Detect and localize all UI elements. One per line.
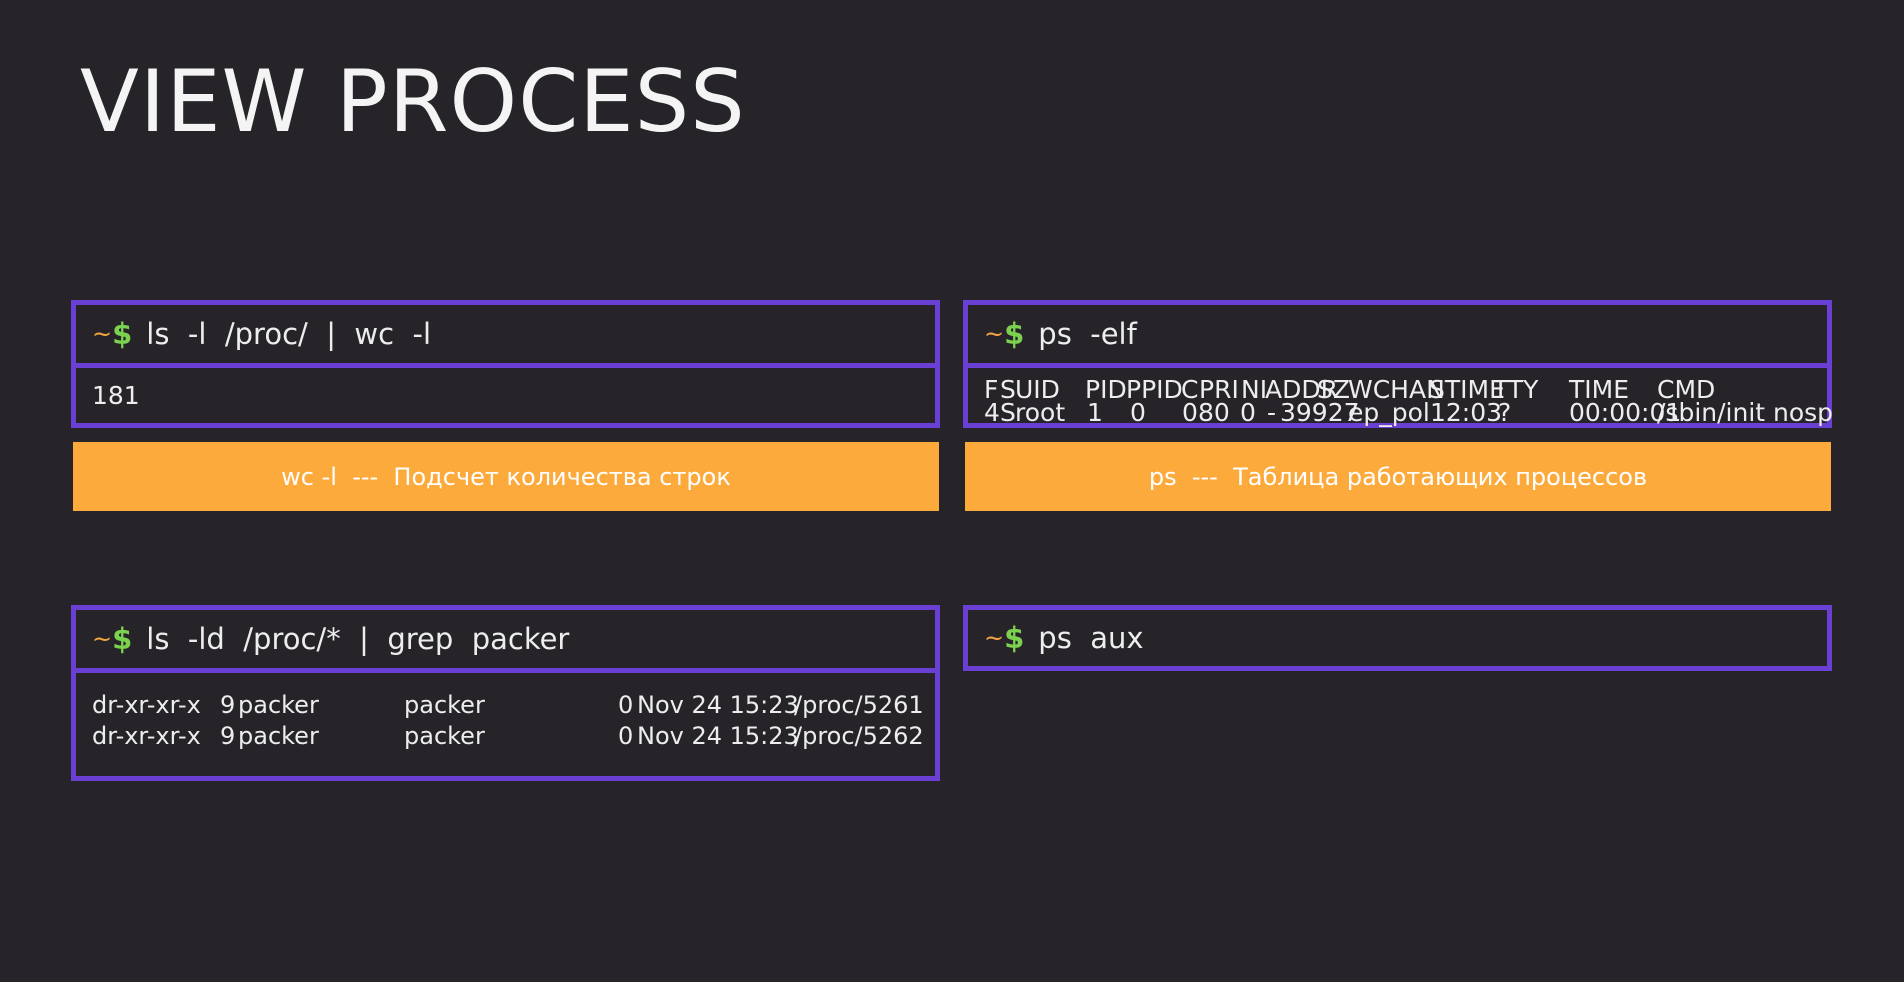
ps-header: PRI — [1199, 375, 1239, 404]
ls-perms: dr-xr-xr-x — [92, 722, 201, 750]
command-output: 181 — [92, 381, 140, 410]
ps-header: TTY — [1493, 375, 1539, 404]
ps-header-row: F S UID PID PPID C PRI NI ADDR SZ WCHAN … — [984, 375, 1827, 404]
ps-header: WCHAN — [1348, 375, 1445, 404]
ps-header: C — [1181, 375, 1199, 404]
ps-header: ADDR — [1265, 375, 1338, 404]
list-item: dr-xr-xr-x 9 packer packer 0 Nov 24 15:2… — [92, 691, 935, 722]
divider — [76, 668, 935, 673]
ps-cell: 12:03 — [1430, 398, 1503, 427]
ps-data-row: 4 S root 1 0 0 80 0 - 39927 ep_pol 12:03… — [984, 398, 1833, 427]
command-text: ls -ld /proc/* | grep packer — [146, 622, 570, 656]
prompt-tilde: ~ — [92, 625, 113, 653]
ps-cell: ? — [1498, 398, 1512, 427]
ls-perms: dr-xr-xr-x — [92, 691, 201, 719]
ps-header: SZ — [1317, 375, 1350, 404]
terminal-box-ps-aux: ~$ ps aux — [963, 605, 1832, 671]
ps-cell: 0 — [1130, 398, 1146, 427]
command-line: ~$ ps -elf — [968, 305, 1827, 363]
ls-group: packer — [404, 691, 485, 719]
ps-header: PPID — [1126, 375, 1183, 404]
ls-size: 0 — [618, 722, 634, 750]
prompt-tilde: ~ — [984, 624, 1005, 652]
ps-header: NI — [1241, 375, 1268, 404]
ps-header: STIME — [1429, 375, 1505, 404]
ps-header: UID — [1015, 375, 1060, 404]
ps-cell: 80 — [1198, 398, 1230, 427]
command-text: ps -elf — [1038, 317, 1137, 351]
ls-date: Nov 24 15:23 — [637, 691, 799, 719]
ps-cell: S — [1000, 398, 1016, 427]
divider — [76, 363, 935, 368]
command-line: ~$ ps aux — [968, 610, 1827, 666]
ps-table: F S UID PID PPID C PRI NI ADDR SZ WCHAN … — [968, 368, 1833, 427]
ps-header: F — [984, 375, 999, 404]
ps-cell: - — [1267, 398, 1277, 427]
command-line: ~$ ls -ld /proc/* | grep packer — [76, 610, 935, 668]
ls-links: 9 — [220, 722, 236, 750]
terminal-box-ps-elf: ~$ ps -elf F S UID PID PPID C PRI NI ADDR… — [963, 300, 1833, 428]
ls-path: /proc/5261 — [794, 691, 924, 719]
ps-cell: 1 — [1087, 398, 1103, 427]
prompt-tilde: ~ — [92, 320, 113, 348]
prompt-dollar: $ — [1004, 317, 1025, 351]
ps-cell: /sbin/init nosp — [1657, 398, 1834, 427]
ls-output: dr-xr-xr-x 9 packer packer 0 Nov 24 15:2… — [76, 673, 935, 753]
command-line: ~$ ls -l /proc/ | wc -l — [76, 305, 935, 363]
ps-cell: ep_pol — [1348, 398, 1430, 427]
ls-size: 0 — [618, 691, 634, 719]
command-text: ls -l /proc/ | wc -l — [146, 317, 432, 351]
ps-cell: root — [1015, 398, 1066, 427]
ls-path: /proc/5262 — [794, 722, 924, 750]
ls-date: Nov 24 15:23 — [637, 722, 799, 750]
prompt-dollar: $ — [1004, 621, 1025, 655]
terminal-box-wc: ~$ ls -l /proc/ | wc -l 181 — [71, 300, 940, 428]
explanation-band-wc: wc -l --- Подсчет количества строк — [73, 442, 939, 511]
prompt-dollar: $ — [112, 622, 133, 656]
ps-cell: 0 — [1182, 398, 1198, 427]
prompt-tilde: ~ — [984, 320, 1005, 348]
ps-cell: 39927 — [1280, 398, 1360, 427]
ls-owner: packer — [238, 691, 319, 719]
list-item: dr-xr-xr-x 9 packer packer 0 Nov 24 15:2… — [92, 722, 935, 753]
ls-group: packer — [404, 722, 485, 750]
divider — [968, 363, 1827, 368]
ps-header: CMD — [1657, 375, 1716, 404]
page-title: VIEW PROCESS — [80, 52, 746, 152]
prompt-dollar: $ — [112, 317, 133, 351]
ps-cell: 4 — [984, 398, 1000, 427]
ps-cell: 00:00:01 — [1569, 398, 1682, 427]
command-text: ps aux — [1038, 621, 1144, 655]
ls-owner: packer — [238, 722, 319, 750]
ls-links: 9 — [220, 691, 236, 719]
explanation-band-ps: ps --- Таблица работающих процессов — [965, 442, 1831, 511]
ps-header: S — [1000, 375, 1016, 404]
ps-header: TIME — [1569, 375, 1630, 404]
terminal-box-grep: ~$ ls -ld /proc/* | grep packer dr-xr-xr-… — [71, 605, 940, 781]
ps-header: PID — [1085, 375, 1127, 404]
ps-cell: 0 — [1240, 398, 1256, 427]
